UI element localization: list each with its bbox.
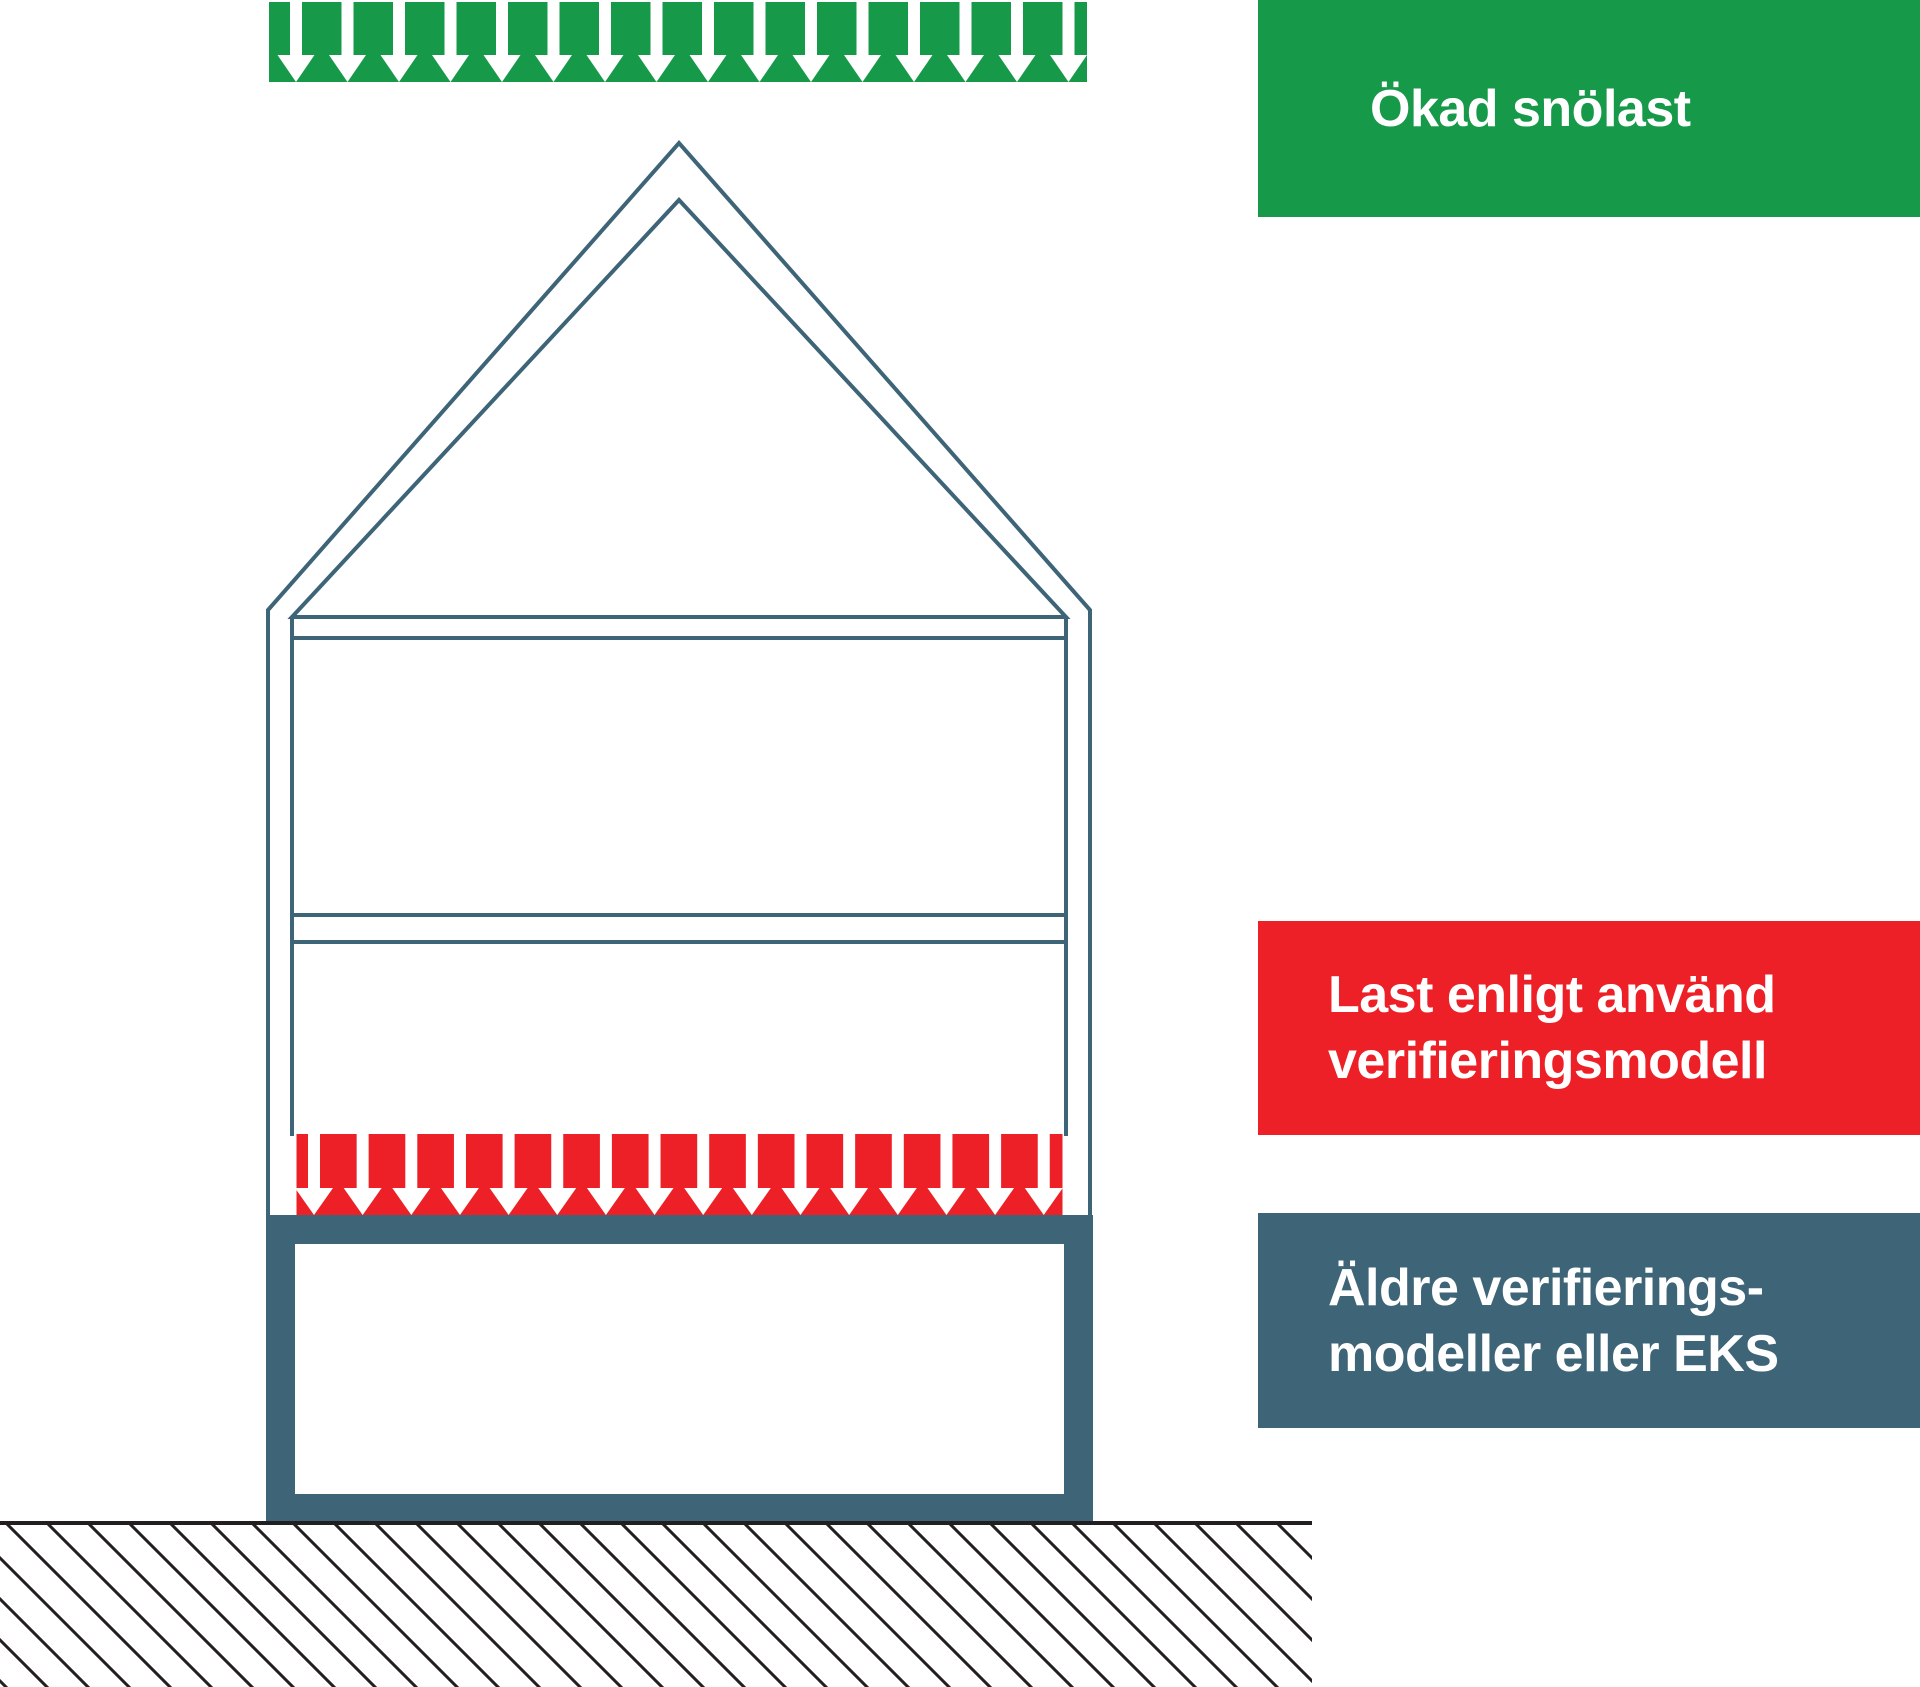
down-arrow-icon	[989, 1134, 1002, 1190]
down-arrow-icon	[547, 2, 560, 57]
down-arrow-icon	[684, 1188, 723, 1215]
down-arrow-icon	[745, 1134, 758, 1190]
down-arrow-icon	[741, 55, 778, 82]
down-arrow-icon	[794, 1134, 807, 1190]
down-arrow-icon	[295, 1188, 333, 1215]
label-verification-load-line2: verifieringsmodell	[1328, 1032, 1767, 1090]
down-arrow-icon	[308, 1134, 320, 1190]
down-arrow-icon	[586, 55, 624, 82]
down-arrow-icon	[878, 1188, 917, 1215]
down-arrow-icon	[535, 55, 572, 82]
down-arrow-icon	[650, 2, 663, 57]
down-arrow-icon	[440, 1188, 479, 1215]
down-arrow-icon	[356, 1134, 369, 1190]
ground-hatching	[0, 1525, 1312, 1687]
down-arrow-icon	[1024, 1188, 1063, 1215]
down-arrow-icon	[343, 1188, 382, 1215]
down-arrow-icon	[1011, 2, 1023, 57]
down-arrow-icon	[844, 55, 881, 82]
down-arrow-icon	[805, 2, 817, 57]
floor-load-background	[296, 1134, 1063, 1215]
down-arrow-icon	[380, 55, 418, 82]
down-arrow-icon	[405, 1134, 418, 1190]
down-arrow-icon	[959, 2, 972, 57]
floor-load-arrow-band	[295, 1134, 1063, 1215]
label-snow-load: Ökad snölast	[1258, 0, 1920, 217]
down-arrow-icon	[856, 2, 869, 57]
down-arrow-icon	[976, 1188, 1015, 1215]
inner-roof-and-ceiling	[287, 197, 1071, 619]
down-arrow-icon	[638, 55, 675, 82]
down-arrow-icon	[732, 1188, 771, 1215]
foundation-storey-box	[266, 1215, 1093, 1523]
down-arrow-icon	[502, 1134, 515, 1190]
down-arrow-icon	[393, 2, 405, 57]
down-arrow-icon	[998, 55, 1036, 82]
outer-walls-and-roof	[266, 139, 1092, 1220]
down-arrow-icon	[551, 1134, 564, 1190]
down-arrow-icon	[599, 2, 611, 57]
down-arrow-icon	[392, 1188, 431, 1215]
down-arrow-icon	[341, 2, 354, 57]
down-arrow-icon	[689, 55, 727, 82]
ground	[0, 1521, 1312, 1687]
label-verification-load: Last enligt använd verifieringsmodell	[1258, 921, 1920, 1135]
down-arrow-icon	[843, 1134, 856, 1190]
down-arrow-icon	[432, 55, 469, 82]
down-arrow-icon	[453, 1134, 466, 1190]
down-arrow-icon	[538, 1188, 577, 1215]
down-arrow-icon	[586, 1188, 625, 1215]
down-arrow-icon	[697, 1134, 710, 1190]
down-arrow-icon	[908, 2, 920, 57]
label-snow-load-text: Ökad snölast	[1370, 79, 1691, 138]
down-arrow-icon	[1037, 1134, 1050, 1190]
down-arrow-icon	[753, 2, 766, 57]
label-verification-load-line1: Last enligt använd	[1328, 966, 1776, 1024]
house-outline	[266, 139, 1092, 1220]
down-arrow-icon	[329, 55, 366, 82]
snow-load-arrow-band	[269, 2, 1087, 82]
down-arrow-icon	[599, 1134, 612, 1190]
down-arrow-icon	[290, 2, 302, 57]
down-arrow-icon	[1062, 2, 1075, 57]
down-arrow-icon	[489, 1188, 528, 1215]
label-older-models: Äldre verifierings- modeller eller EKS	[1258, 1213, 1920, 1428]
label-older-models-line2: modeller eller EKS	[1328, 1324, 1779, 1383]
down-arrow-icon	[792, 55, 830, 82]
down-arrow-icon	[496, 2, 508, 57]
down-arrow-icon	[940, 1134, 953, 1190]
label-older-models-line1: Äldre verifierings-	[1328, 1258, 1764, 1317]
down-arrow-icon	[483, 55, 521, 82]
down-arrow-icon	[781, 1188, 820, 1215]
down-arrow-icon	[895, 55, 933, 82]
down-arrow-icon	[444, 2, 457, 57]
down-arrow-icon	[648, 1134, 661, 1190]
down-arrow-icon	[635, 1188, 674, 1215]
down-arrow-icon	[947, 55, 984, 82]
down-arrow-icon	[277, 55, 315, 82]
down-arrow-icon	[927, 1188, 966, 1215]
down-arrow-icon	[702, 2, 714, 57]
down-arrow-icon	[830, 1188, 869, 1215]
down-arrow-icon	[1050, 55, 1087, 82]
down-arrow-icon	[891, 1134, 904, 1190]
